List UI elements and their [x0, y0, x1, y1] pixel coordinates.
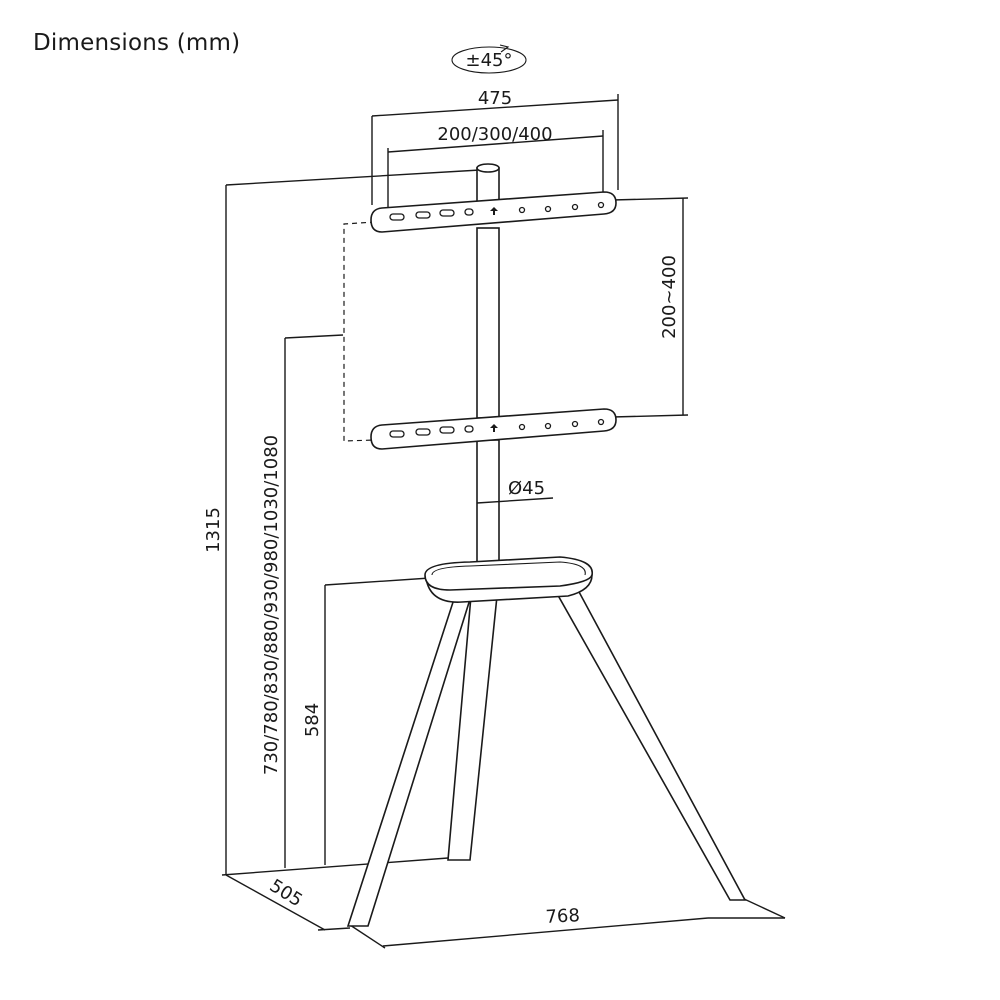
upper-bracket	[370, 191, 617, 233]
dim-vesa-width: 200/300/400	[387, 124, 604, 215]
page-title: Dimensions (mm)	[33, 30, 241, 56]
vesa-width-label: 200/300/400	[437, 124, 552, 145]
dim-pole-diameter: Ø45	[476, 478, 554, 504]
dim-shelf-height: 584	[302, 577, 431, 865]
floor-dimensions: 505 768	[221, 857, 786, 949]
dim-mount-heights: 730/780/830/880/930/980/1030/1080	[261, 334, 344, 868]
rotation-label: ±45°	[466, 50, 513, 71]
rotation-indicator: ±45°	[451, 44, 527, 74]
mount-heights-label: 730/780/830/880/930/980/1030/1080	[261, 435, 282, 775]
up-arrow-icon	[490, 424, 498, 432]
tripod-legs	[346, 589, 747, 927]
pole-diameter-label: Ø45	[508, 478, 545, 499]
up-arrow-icon	[490, 207, 498, 215]
dim-vesa-height: 200~400	[611, 197, 689, 418]
width-label: 768	[545, 905, 580, 928]
lower-bracket	[370, 408, 617, 450]
dim-total-height: 1315	[203, 169, 481, 875]
vesa-height-label: 200~400	[659, 255, 680, 339]
dim-bracket-width: 475	[371, 88, 619, 205]
bracket-width-label: 475	[478, 88, 512, 109]
shelf-height-label: 584	[302, 703, 323, 737]
depth-label: 505	[266, 875, 306, 911]
tv-outline-dashed	[343, 221, 376, 442]
total-height-label: 1315	[203, 507, 224, 553]
rotate-arrow-icon	[451, 46, 527, 74]
tray-shelf	[424, 556, 593, 603]
